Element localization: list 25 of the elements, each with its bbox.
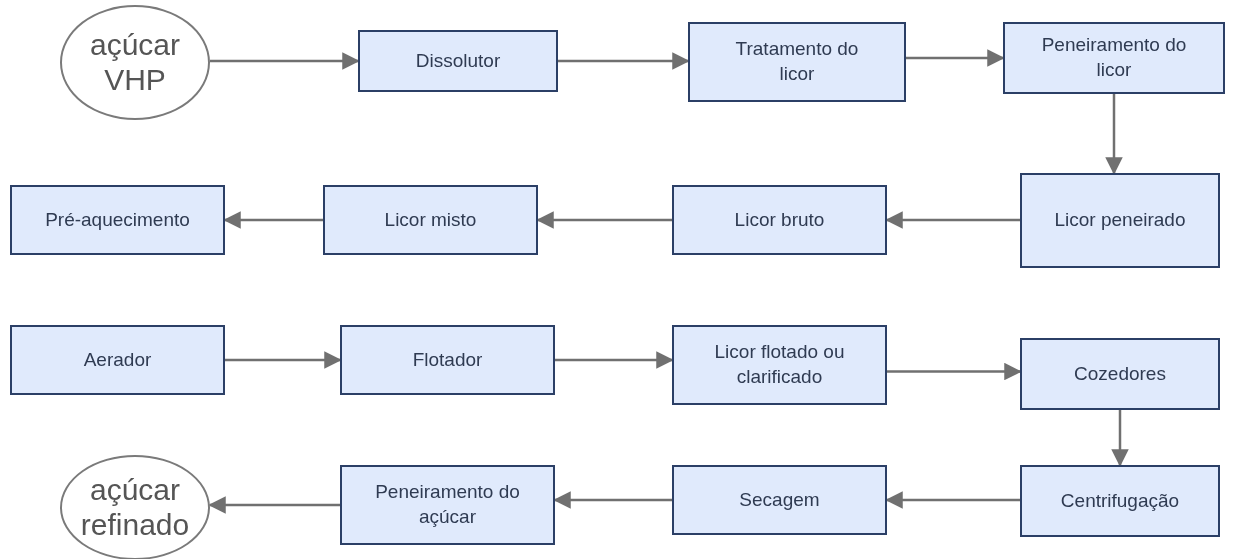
process-box: Secagem <box>672 465 887 535</box>
process-box: Tratamento do licor <box>688 22 906 102</box>
arrow <box>1111 410 1129 467</box>
arrow <box>1105 94 1123 175</box>
process-box: Peneiramento do açúcar <box>340 465 555 545</box>
process-box: Cozedores <box>1020 338 1220 410</box>
process-box: Licor peneirado <box>1020 173 1220 268</box>
process-box: Pré-aquecimento <box>10 185 225 255</box>
process-box: Centrifugação <box>1020 465 1220 537</box>
terminal-circle: açúcar VHP <box>60 5 210 120</box>
process-box: Licor flotado ou clarificado <box>672 325 887 405</box>
arrow <box>887 362 1022 381</box>
process-box: Peneiramento do licor <box>1003 22 1225 94</box>
arrow <box>208 496 340 514</box>
arrow <box>906 49 1005 67</box>
arrow <box>555 351 674 369</box>
process-box: Aerador <box>10 325 225 395</box>
arrow <box>558 52 690 70</box>
process-box: Flotador <box>340 325 555 395</box>
arrow <box>210 52 360 70</box>
arrow <box>225 351 342 369</box>
process-box: Licor bruto <box>672 185 887 255</box>
process-box: Dissolutor <box>358 30 558 92</box>
process-box: Licor misto <box>323 185 538 255</box>
terminal-circle: açúcar refinado <box>60 455 210 559</box>
